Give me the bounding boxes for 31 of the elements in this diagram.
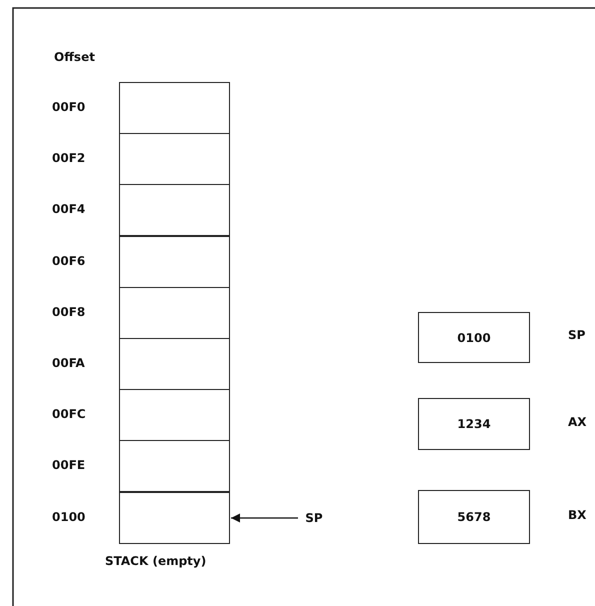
register-name: BX	[568, 508, 586, 522]
stack-cell	[119, 133, 230, 186]
stack-cell	[119, 440, 230, 492]
stack-cell	[119, 492, 230, 544]
register-box	[418, 490, 530, 544]
offset-label: 00FE	[52, 458, 86, 472]
stack-cell	[119, 82, 230, 134]
offset-label: 00F6	[52, 254, 86, 268]
offset-label: 00F4	[52, 202, 86, 216]
stack-caption: STACK (empty)	[105, 554, 206, 568]
register-name: AX	[568, 415, 587, 429]
register-value: 5678	[457, 510, 491, 524]
register-value: 0100	[457, 330, 491, 344]
offset-label: 00FA	[52, 356, 85, 370]
stack-cell	[119, 286, 230, 339]
pointer-label: SP	[302, 509, 326, 527]
offset-label: 00F0	[52, 100, 86, 114]
stack-cell	[119, 236, 230, 288]
stack-cell	[119, 389, 230, 442]
offset-label: 0100	[52, 510, 86, 524]
offset-label: 00F2	[52, 151, 86, 166]
offset-label: 00F8	[52, 304, 86, 319]
pointer-arrow	[231, 514, 298, 522]
register-name: SP	[568, 328, 586, 342]
offset-label: 00FC	[52, 407, 86, 422]
stack-cell	[119, 338, 230, 390]
register-box	[418, 398, 530, 450]
register-value: 1234	[457, 417, 491, 431]
column-heading: Offset	[54, 50, 95, 64]
stack-cell	[119, 184, 230, 236]
register-box	[418, 312, 530, 363]
